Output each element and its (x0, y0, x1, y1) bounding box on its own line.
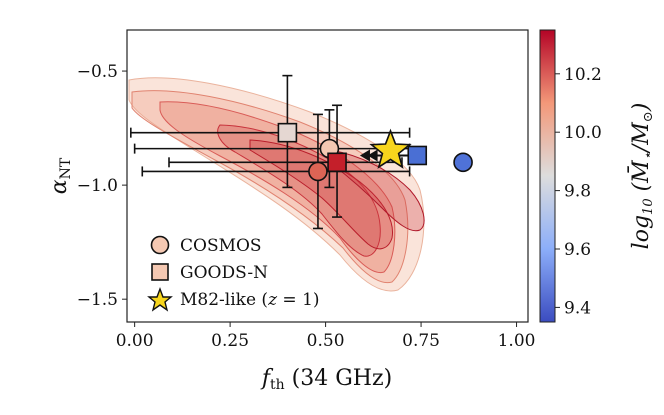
colorbar-bar (539, 29, 556, 323)
legend-goodsn-marker (151, 263, 169, 281)
colorbar-tick-label: 9.8 (564, 182, 591, 202)
cosmos-point (453, 152, 473, 173)
x-tick-label: 0.00 (116, 331, 154, 351)
colorbar-ticks: 9.4 9.6 9.8 10.0 10.2 (555, 65, 602, 318)
colorbar-tick-label: 10.2 (564, 65, 602, 85)
colorbar-tick-label: 10.0 (564, 123, 602, 143)
colorbar: 9.4 9.6 9.8 10.0 10.2 log10 (M̄⋆/M⊙) (539, 29, 656, 323)
legend-cosmos-label: COSMOS (180, 236, 262, 256)
cosmos-point (308, 161, 328, 182)
contour-inner-3 (329, 149, 425, 232)
plot-frame (126, 29, 529, 323)
colorbar-tick-label: 9.6 (564, 240, 591, 260)
contours (128, 77, 425, 292)
contour-outer-1 (128, 77, 425, 292)
x-tick-label: 0.50 (307, 331, 345, 351)
m82-point (369, 128, 412, 169)
x-axis-label: fth (34 GHz) (260, 366, 392, 393)
legend: COSMOS GOODS-N M82-like (z = 1) (147, 235, 320, 312)
legend-m82-label: M82-like (z = 1) (180, 290, 320, 310)
y-tick-label: −1.5 (77, 290, 118, 310)
colorbar-tick-label: 9.4 (564, 298, 591, 318)
goodsn-point (407, 145, 428, 166)
goodsn-point (327, 152, 347, 173)
x-tick-label: 0.75 (402, 331, 440, 351)
legend-cosmos-marker (150, 235, 170, 255)
y-tick-label: −1.0 (77, 176, 118, 196)
limit-arrow-head (359, 149, 370, 162)
x-axis-ticks: 0.00 0.25 0.50 0.75 1.00 (116, 322, 536, 351)
y-axis-label: αNT (47, 157, 74, 194)
legend-m82-marker (147, 287, 173, 312)
y-tick-label: −0.5 (77, 62, 118, 82)
x-tick-label: 1.00 (498, 331, 536, 351)
goodsn-point (277, 122, 298, 143)
x-tick-label: 0.25 (211, 331, 249, 351)
colorbar-label: log10 (M̄⋆/M⊙) (627, 103, 656, 250)
data-markers (277, 122, 473, 182)
legend-goodsn-label: GOODS-N (180, 263, 268, 283)
y-axis-ticks: −0.5 −1.0 −1.5 (77, 62, 127, 310)
